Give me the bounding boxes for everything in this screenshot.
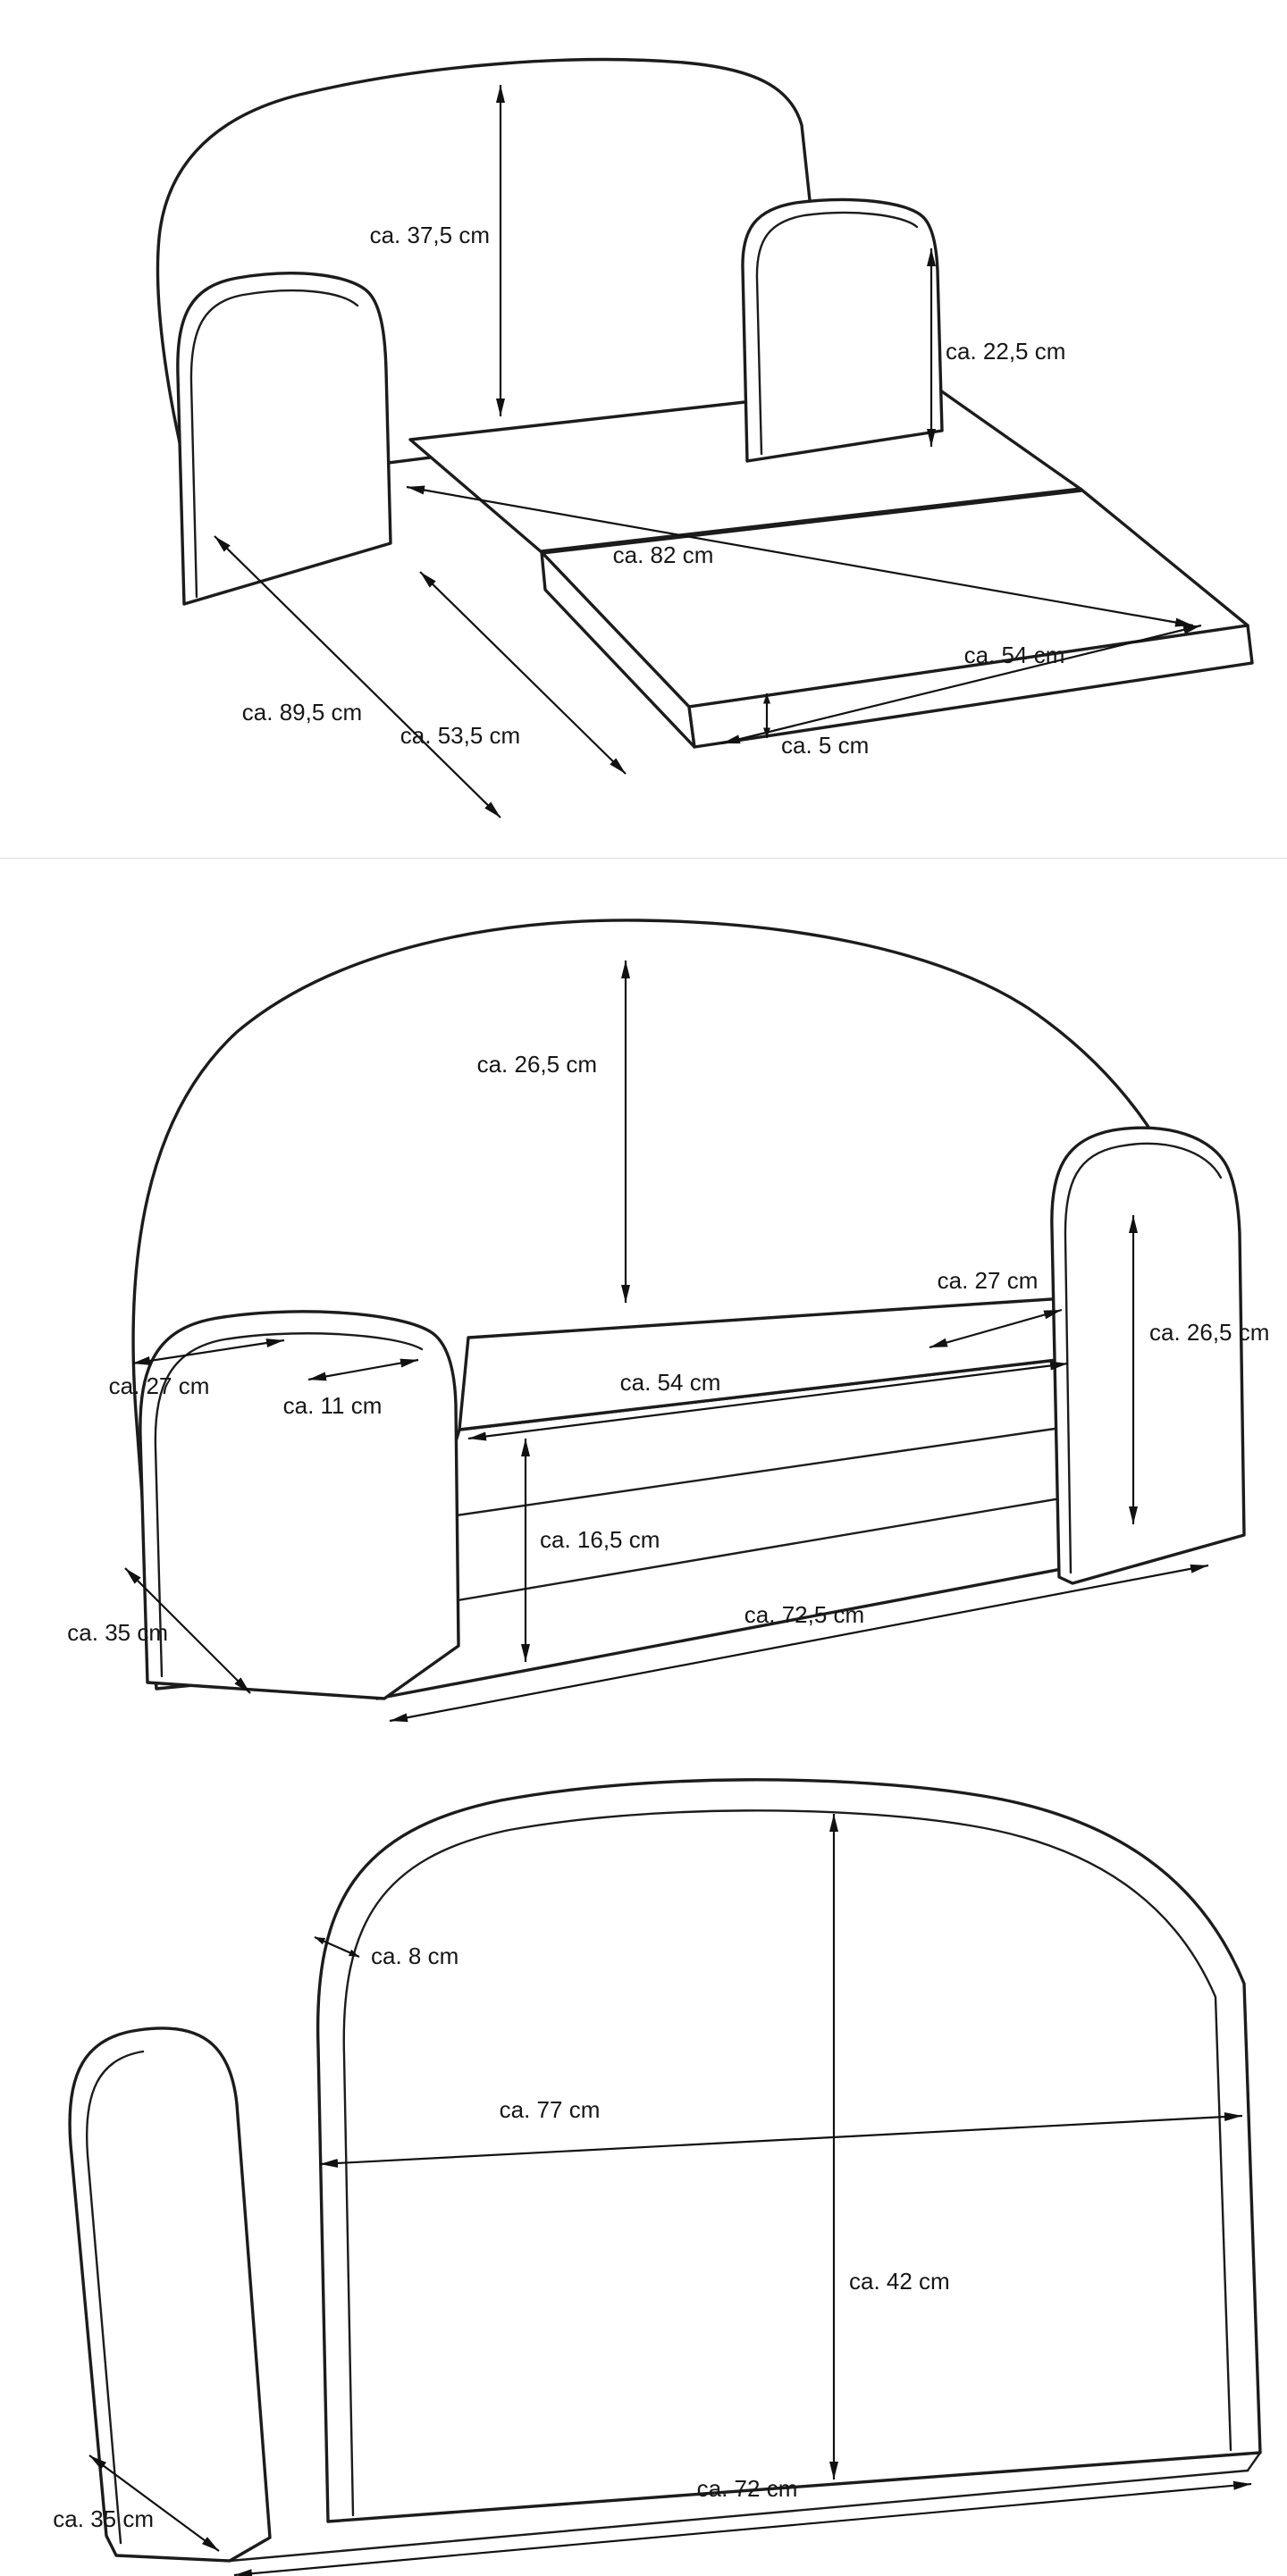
dim-label-back-width: ca. 77 cm xyxy=(500,2096,601,2123)
panel-sofa-bed-opened: ca. 37,5 cm ca. 22,5 cm ca. 82 cm ca. 54… xyxy=(0,0,1287,858)
back-seam-contour xyxy=(342,1809,1232,2517)
sofa-bed-opened-drawing: ca. 37,5 cm ca. 22,5 cm ca. 82 cm ca. 54… xyxy=(156,57,1254,818)
back-outline xyxy=(315,1778,1262,2523)
dim-label-mattress-thickness: ca. 5 cm xyxy=(781,732,869,759)
right-armrest-contour xyxy=(1064,1142,1223,1574)
dim-label-depth: ca. 35 cm xyxy=(53,2505,154,2532)
dim-arrow-back-width xyxy=(319,2112,1243,2168)
dim-label-armrest-width: ca. 11 cm xyxy=(283,1392,383,1419)
dim-label-side-height: ca. 26,5 cm xyxy=(1149,1319,1269,1346)
dim-arrow-armrest-width xyxy=(307,1358,419,1381)
right-armrest-outline xyxy=(1050,1126,1246,1585)
sofa-closed-drawing: ca. 26,5 cm ca. 27 cm ca. 26,5 cm ca. 27… xyxy=(67,919,1269,1723)
dim-label-seat-height: ca. 16,5 cm xyxy=(540,1526,660,1553)
dim-arrow-bed-width xyxy=(721,624,1202,745)
dim-arrow-base-width xyxy=(233,2480,1252,2576)
dim-label-foldout-depth: ca. 53,5 cm xyxy=(400,722,520,749)
dim-arrow-bed-length xyxy=(406,485,1194,627)
left-armrest-outline xyxy=(176,272,392,606)
right-armrest-contour xyxy=(755,211,919,456)
dim-label-total-width: ca. 72,5 cm xyxy=(744,1601,864,1628)
dim-arrow-depth xyxy=(88,2454,220,2552)
sofa-back-view-drawing: ca. 8 cm ca. 77 cm ca. 42 cm ca. 35 cm c… xyxy=(53,1778,1262,2576)
dim-arrow-seat-width xyxy=(467,1361,1069,1441)
dim-label-bed-length: ca. 82 cm xyxy=(613,541,714,568)
base-right-edge xyxy=(1246,2451,1262,2472)
dim-arrow-seat-depth xyxy=(929,1308,1063,1349)
dim-label-total-depth: ca. 89,5 cm xyxy=(242,699,362,726)
left-armrest-contour xyxy=(189,289,359,599)
dim-label-seat-width: ca. 54 cm xyxy=(620,1369,721,1396)
dim-label-depth: ca. 35 cm xyxy=(67,1619,168,1646)
dim-label-back-height: ca. 37,5 cm xyxy=(370,222,490,248)
dim-label-base-width: ca. 72 cm xyxy=(697,2475,798,2502)
left-armrest-outline xyxy=(68,2026,272,2563)
right-armrest-outline xyxy=(741,197,944,463)
dim-label-armrest-height: ca. 22,5 cm xyxy=(946,338,1065,365)
dim-arrow-edge-band xyxy=(314,1935,360,1959)
dim-label-back-height: ca. 26,5 cm xyxy=(477,1051,597,1078)
dim-label-edge-band: ca. 8 cm xyxy=(371,1942,458,1969)
panel-sofa-back-view: ca. 8 cm ca. 77 cm ca. 42 cm ca. 35 cm c… xyxy=(0,1751,1287,2576)
dim-arrow-total-depth xyxy=(214,535,501,818)
panel-sofa-closed-front: ca. 26,5 cm ca. 27 cm ca. 26,5 cm ca. 27… xyxy=(0,858,1287,1751)
panel-separator xyxy=(0,858,1287,859)
dim-arrow-armrest-depth xyxy=(131,1338,285,1365)
left-armrest-contour xyxy=(86,2050,145,2545)
dim-label-armrest-depth: ca. 27 cm xyxy=(109,1372,210,1399)
dim-arrow-foldout-depth xyxy=(419,571,627,775)
dim-arrow-total-width xyxy=(389,1564,1209,1723)
dim-arrow-depth xyxy=(124,1567,251,1694)
left-armrest-outline xyxy=(139,1310,460,1700)
dim-label-back-height: ca. 42 cm xyxy=(849,2268,950,2295)
dim-label-seat-depth: ca. 27 cm xyxy=(938,1267,1039,1294)
dim-label-bed-width: ca. 54 cm xyxy=(964,642,1065,668)
